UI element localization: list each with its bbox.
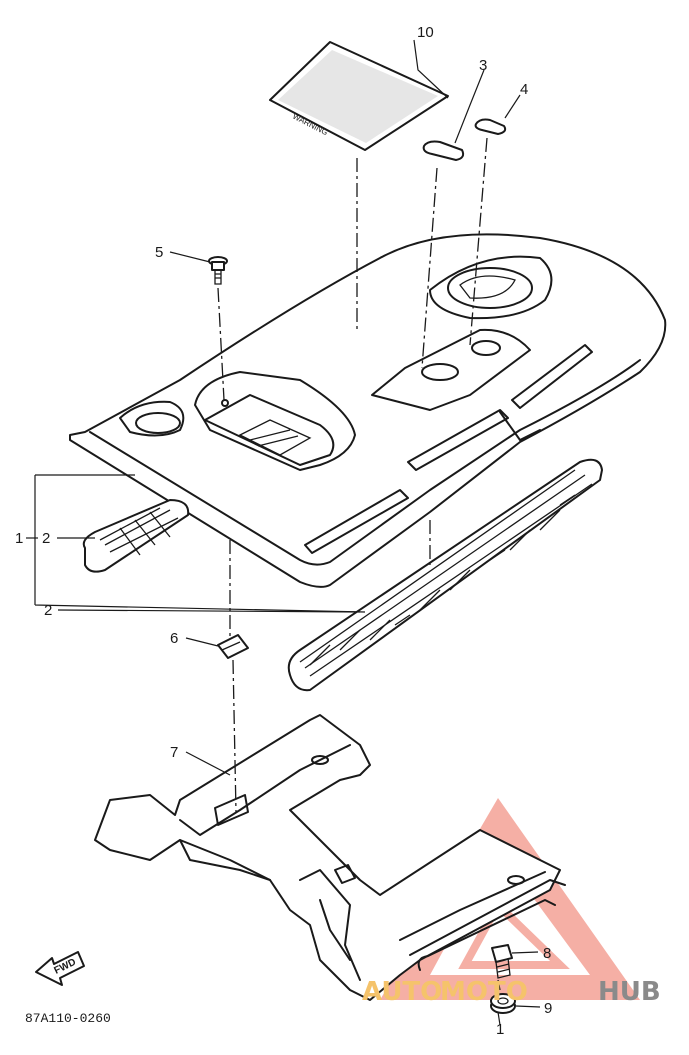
callout-7: 7 xyxy=(170,744,178,761)
callout-1b: 1 xyxy=(496,1021,504,1038)
fwd-arrow-icon: FWD xyxy=(35,951,85,986)
part-2-grill-large xyxy=(287,458,603,692)
callout-9: 9 xyxy=(544,1000,552,1017)
watermark-auto: AUTO xyxy=(362,977,442,1007)
part-4-pad xyxy=(474,118,507,135)
part-9-washer xyxy=(490,993,516,1014)
part-7-bracket xyxy=(94,714,566,1001)
watermark-moto: MOTO xyxy=(440,977,528,1007)
part-8-bolt xyxy=(491,944,513,979)
callout-10: 10 xyxy=(417,24,434,41)
callout-2a: 2 xyxy=(42,530,50,547)
callout-6: 6 xyxy=(170,630,178,647)
part-10-warning-label: WARNING xyxy=(269,41,449,151)
part-1-seat-cover xyxy=(69,233,667,588)
part-6-clip xyxy=(217,634,249,659)
watermark-hub: HUB xyxy=(598,977,661,1007)
callout-3: 3 xyxy=(479,57,487,74)
callout-1: 1 xyxy=(15,530,23,547)
watermark-logo xyxy=(380,798,640,1000)
callout-5: 5 xyxy=(155,244,163,261)
leader-lines xyxy=(26,39,541,1026)
diagram-code: 87A110-0260 xyxy=(25,1011,111,1026)
part-5-screw xyxy=(208,256,228,285)
callout-2b: 2 xyxy=(44,602,52,619)
callout-4: 4 xyxy=(520,81,528,98)
watermark-text: AUTO MOTO HUB xyxy=(362,977,661,1007)
part-3-pad xyxy=(422,140,465,161)
callout-8: 8 xyxy=(543,945,551,962)
alignment-lines xyxy=(217,137,501,991)
part-2-grill-small xyxy=(82,499,190,573)
